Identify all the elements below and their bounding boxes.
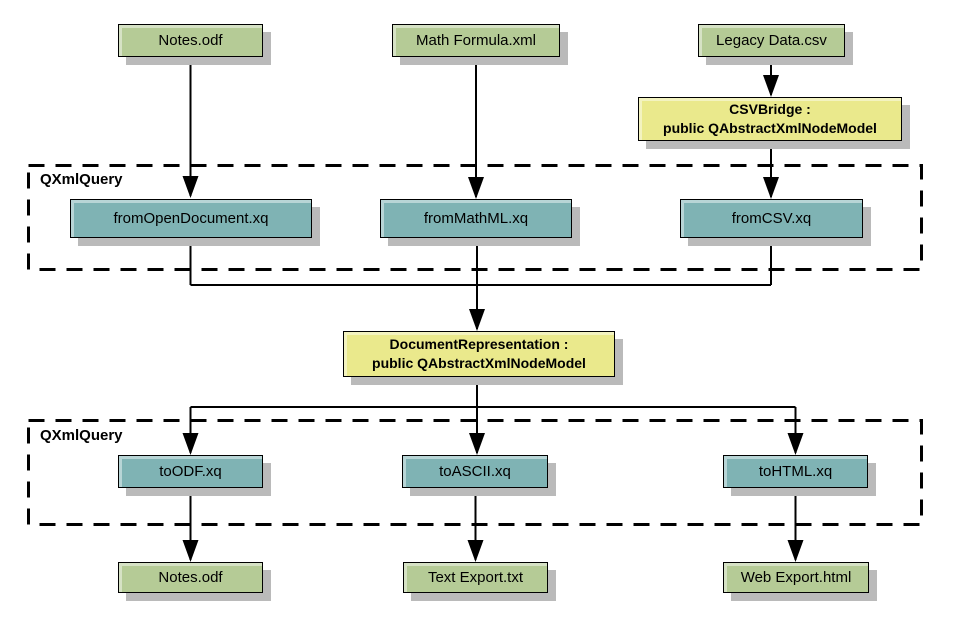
node-fromopendocument-xq: fromOpenDocument.xq xyxy=(70,199,312,238)
arrowhead-icon xyxy=(787,433,804,455)
node-output-text-export-txt: Text Export.txt xyxy=(403,562,548,593)
arrowhead-icon xyxy=(467,540,484,562)
arrowhead-icon xyxy=(182,433,199,455)
arrowhead-icon xyxy=(469,309,485,331)
arrowhead-icon xyxy=(182,176,199,198)
documentrepresentation-subtitle: public QAbstractXmlNodeModel xyxy=(372,355,586,371)
node-fromcsv-xq: fromCSV.xq xyxy=(680,199,863,238)
arrowhead-icon xyxy=(182,540,199,562)
arrowhead-icon xyxy=(468,177,484,199)
node-output-web-export-html: Web Export.html xyxy=(723,562,869,593)
arrowhead-icon xyxy=(763,75,779,97)
node-documentrepresentation-model: DocumentRepresentation : public QAbstrac… xyxy=(343,331,615,377)
arrowhead-icon xyxy=(469,433,485,455)
node-toascii-xq: toASCII.xq xyxy=(402,455,548,488)
csvbridge-subtitle: public QAbstractXmlNodeModel xyxy=(663,120,877,136)
node-source-legacy-data-csv: Legacy Data.csv xyxy=(698,24,845,57)
node-output-notes-odf: Notes.odf xyxy=(118,562,263,593)
node-source-math-formula-xml: Math Formula.xml xyxy=(392,24,560,57)
csvbridge-title: CSVBridge : xyxy=(729,101,811,118)
node-toodf-xq: toODF.xq xyxy=(118,455,263,488)
arrowhead-icon xyxy=(763,177,779,199)
qxmlquery-top-group-label: QXmlQuery xyxy=(40,171,123,188)
qxmlquery-bottom-group-label: QXmlQuery xyxy=(40,427,123,444)
node-tohtml-xq: toHTML.xq xyxy=(723,455,868,488)
documentrepresentation-title: DocumentRepresentation : xyxy=(389,336,569,353)
node-csvbridge-model: CSVBridge : public QAbstractXmlNodeModel xyxy=(638,97,902,141)
arrowhead-icon xyxy=(787,540,804,562)
node-source-notes-odf: Notes.odf xyxy=(118,24,263,57)
node-frommathml-xq: fromMathML.xq xyxy=(380,199,572,238)
